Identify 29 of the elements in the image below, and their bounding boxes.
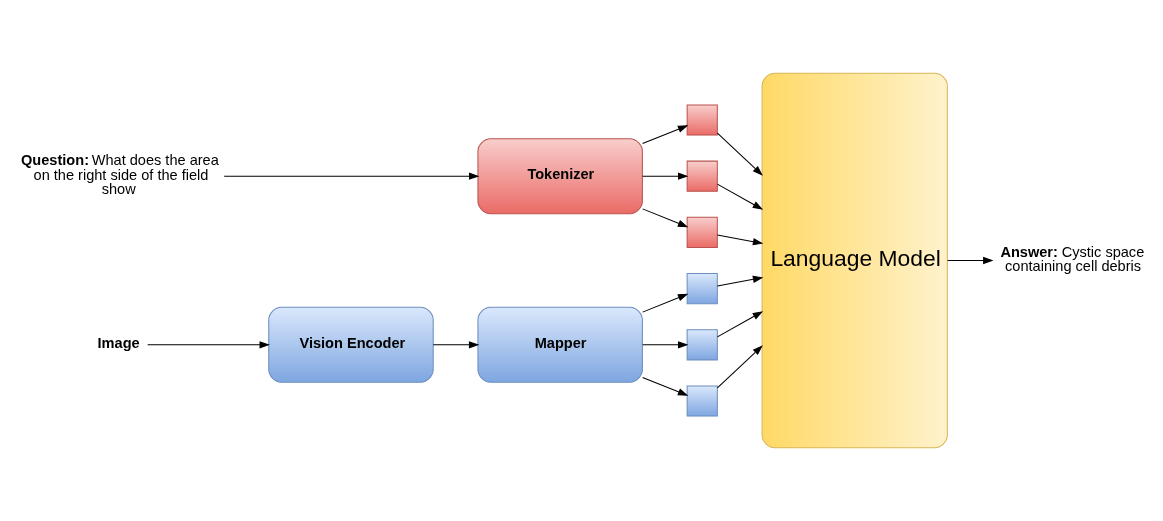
arrow bbox=[716, 311, 764, 338]
node-box: Mapper bbox=[477, 306, 643, 383]
arrow bbox=[642, 293, 689, 313]
arrow bbox=[642, 172, 689, 180]
arrow bbox=[147, 341, 270, 349]
node-box bbox=[686, 329, 718, 361]
arrow bbox=[223, 172, 480, 180]
node-box: Vision Encoder bbox=[268, 306, 434, 383]
arrow bbox=[947, 256, 994, 265]
arrow bbox=[642, 376, 689, 396]
arrow bbox=[716, 345, 763, 389]
arrow bbox=[432, 341, 480, 349]
node-box: Tokenizer bbox=[477, 138, 643, 215]
node-box bbox=[686, 385, 718, 417]
node-text: Image bbox=[97, 334, 140, 351]
arrow bbox=[642, 208, 689, 228]
node-box bbox=[686, 160, 718, 192]
arrow bbox=[642, 125, 689, 145]
arrow bbox=[716, 234, 764, 246]
arrow bbox=[642, 341, 689, 349]
arrow bbox=[716, 275, 764, 287]
node-text: Answer: Cystic space containing cell debris bbox=[1000, 243, 1145, 275]
node-box: Language Model bbox=[761, 72, 948, 449]
node-text: Question: What does the area on the right side of the field show bbox=[21, 151, 219, 198]
node-box bbox=[686, 104, 718, 136]
node-box bbox=[686, 273, 718, 305]
arrow bbox=[716, 183, 764, 210]
node-box bbox=[686, 216, 718, 248]
arrow bbox=[716, 132, 763, 176]
